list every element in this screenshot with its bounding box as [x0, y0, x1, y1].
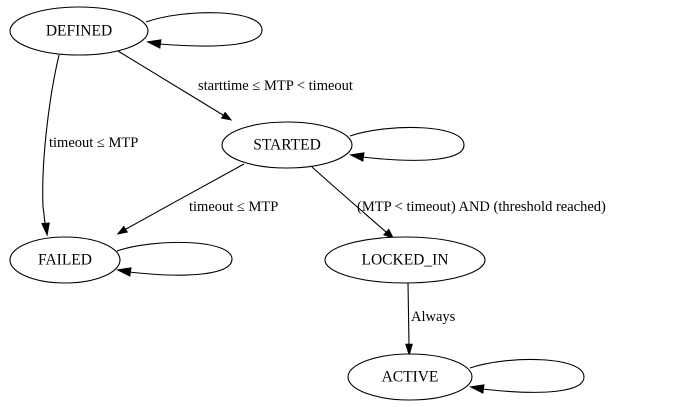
node-started[interactable]: STARTED	[221, 121, 353, 169]
node-active-label: ACTIVE	[382, 369, 439, 386]
edge-label-defined-to-started: starttime ≤ MTP < timeout	[198, 78, 353, 94]
node-started-label: STARTED	[253, 137, 321, 154]
node-active-shape	[347, 353, 473, 401]
node-locked-in-shape	[324, 236, 486, 284]
edge-defined-self-loop[interactable]	[145, 12, 263, 49]
edge-failed-self-loop[interactable]	[116, 241, 233, 277]
node-defined-shape	[9, 6, 149, 56]
edge-started-to-locked-in[interactable]: (MTP < timeout) AND (threshold reached)	[311, 166, 606, 240]
edge-started-self-loop[interactable]	[349, 126, 465, 162]
edge-label-defined-to-failed: timeout ≤ MTP	[49, 135, 138, 151]
node-active[interactable]: ACTIVE	[347, 353, 473, 401]
node-failed-shape	[9, 236, 121, 284]
node-failed[interactable]: FAILED	[9, 236, 121, 284]
node-failed-label: FAILED	[38, 252, 92, 269]
node-locked-in-label: LOCKED_IN	[362, 252, 449, 269]
node-locked-in[interactable]: LOCKED_IN	[324, 236, 486, 284]
edge-active-self-loop[interactable]	[469, 358, 585, 394]
edge-defined-to-started[interactable]: starttime ≤ MTP < timeout	[117, 50, 353, 121]
edge-label-started-to-failed: timeout ≤ MTP	[189, 199, 278, 215]
node-defined[interactable]: DEFINED	[9, 6, 149, 56]
edge-defined-to-failed[interactable]: timeout ≤ MTP	[41, 54, 139, 237]
node-defined-label: DEFINED	[46, 23, 112, 40]
edge-started-to-failed[interactable]: timeout ≤ MTP	[116, 163, 278, 235]
edge-locked-in-to-active[interactable]: Always	[405, 282, 456, 357]
node-started-shape	[221, 121, 353, 169]
edge-label-started-to-locked-in: (MTP < timeout) AND (threshold reached)	[357, 199, 606, 215]
edge-label-locked-in-to-active: Always	[411, 309, 456, 325]
